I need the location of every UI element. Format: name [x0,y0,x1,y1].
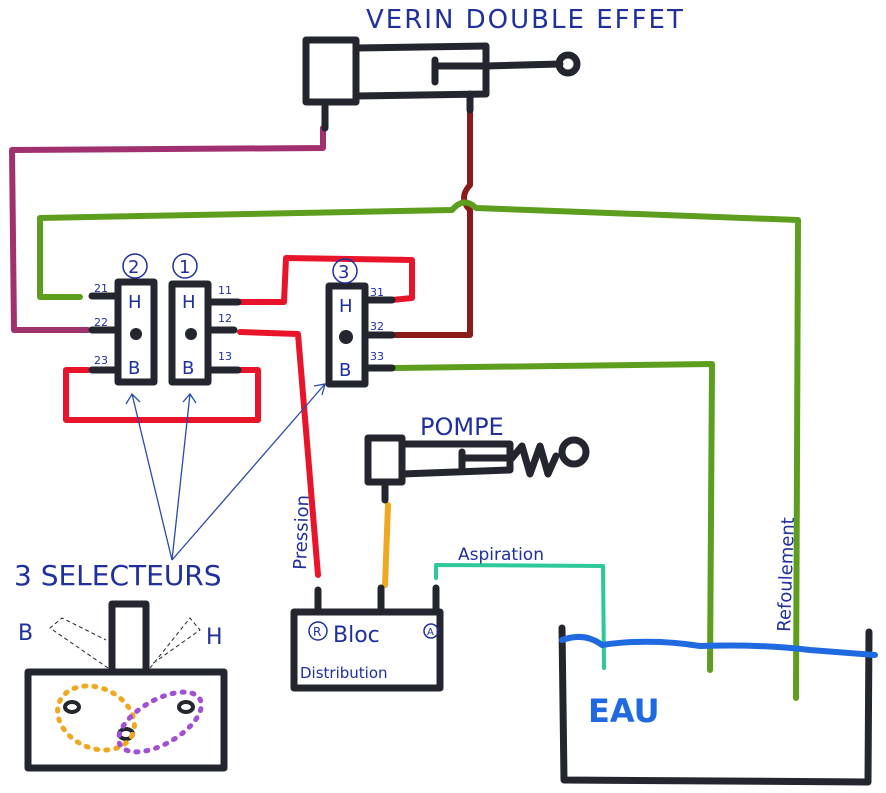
selector-1-b: B [182,358,194,379]
block-port-r: R [313,625,321,639]
selector-arrows [125,383,326,561]
selector-1-number: 1 [179,257,190,278]
block-label-line2: Distribution [300,664,388,682]
pump [364,434,590,504]
selectors-label: 3 SELECTEURS [14,559,222,592]
distribution-block [290,584,444,692]
selector-3-number: 3 [338,262,349,283]
selector-detail [24,600,228,772]
block-label-line1: Bloc [333,623,380,648]
water-tank [558,624,878,786]
port-12: 12 [218,312,232,325]
selector-position-b: B [18,621,33,646]
selector-1 [168,253,242,386]
pipe-pump [382,502,391,588]
port-13: 13 [218,350,232,363]
pipe-pressure [237,329,321,578]
port-31: 31 [370,286,384,299]
pressure-label: Pression [290,495,314,570]
water-level [559,633,878,658]
selector-2 [88,253,158,386]
selector-3-h: H [339,296,353,317]
selector-position-h: H [206,625,223,650]
selector-2-h: H [128,292,142,313]
suction-label: Aspiration [458,545,544,565]
discharge-label: Refoulement [774,517,799,632]
pipe-suction [434,563,606,670]
pump-label: POMPE [420,413,504,441]
selector-3-b: B [339,360,351,381]
pipe-cylinder-rod [392,97,473,338]
title: VERIN DOUBLE EFFET [366,5,685,35]
port-22: 22 [94,316,108,329]
pipe-23-13 [63,367,261,423]
port-32: 32 [370,320,384,333]
tank-label: EAU [588,692,660,730]
selector-2-b: B [128,358,140,379]
port-11: 11 [218,284,232,297]
port-23: 23 [94,354,108,367]
port-21: 21 [94,282,108,295]
selector-1-h: H [182,292,196,313]
double-acting-cylinder [302,36,581,132]
selector-2-number: 2 [128,257,139,278]
pipe-discharge-33 [392,361,715,673]
pipe-cylinder-head [9,125,326,333]
pipe-discharge-top [37,199,801,701]
port-33: 33 [370,350,384,363]
selector-3 [325,258,396,388]
block-port-a: A [427,627,434,638]
